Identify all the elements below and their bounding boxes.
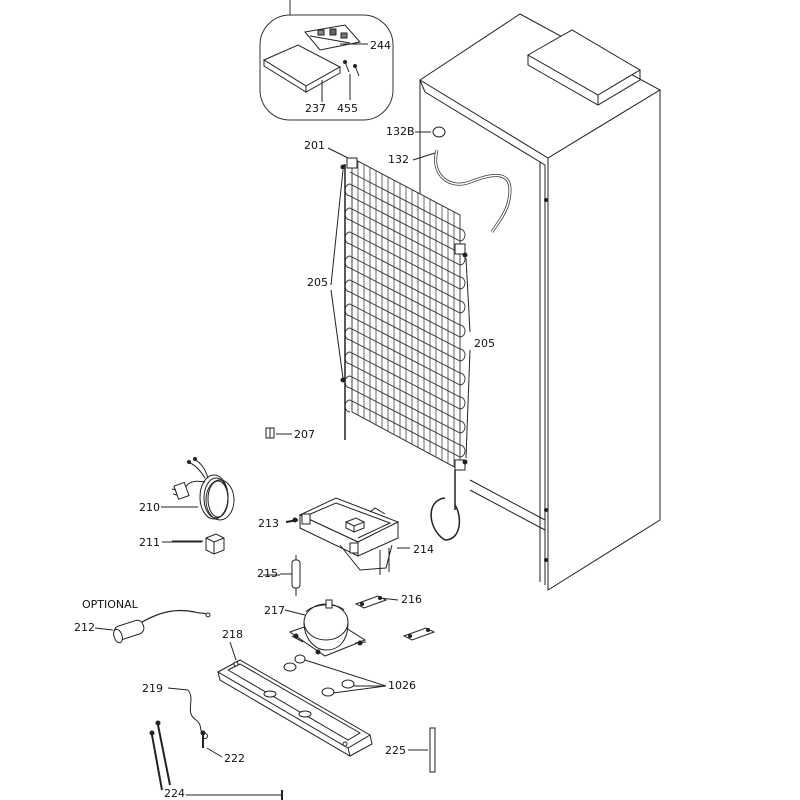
- drain-loop: [430, 497, 461, 541]
- condenser-201: [327, 147, 468, 510]
- callout-218: 218: [222, 628, 243, 641]
- callout-224: 224: [164, 787, 185, 800]
- screw-222: [200, 730, 223, 758]
- callout-211: 211: [139, 536, 160, 549]
- leader-205: [330, 169, 471, 459]
- detail-bubble: [259, 0, 394, 121]
- callout-212: 212: [74, 621, 95, 634]
- callout-201: 201: [304, 139, 325, 152]
- drain-tube-132: [412, 149, 512, 233]
- callout-214: 214: [413, 543, 434, 556]
- wire-219: [167, 687, 208, 739]
- clips-216: [354, 595, 436, 641]
- callout-132: 132: [388, 153, 409, 166]
- callout-207: 207: [294, 428, 315, 441]
- optional-note: OPTIONAL: [82, 598, 138, 611]
- callout-205-left: 205: [307, 276, 328, 289]
- compressor-217: [284, 599, 367, 657]
- relay-211: [162, 533, 225, 555]
- drain-plug-132B: [415, 126, 446, 138]
- callout-217: 217: [264, 604, 285, 617]
- control-board-244: [304, 24, 368, 51]
- callout-213: 213: [258, 517, 279, 530]
- callout-225: 225: [385, 744, 406, 757]
- screws-224: [149, 720, 283, 800]
- cover-plate-237: [262, 44, 342, 102]
- clip-207: [265, 427, 292, 439]
- leaders: [172, 540, 410, 576]
- drain-pan-214: [298, 497, 410, 575]
- base-plate-218: [216, 641, 373, 757]
- callout-210: 210: [139, 501, 160, 514]
- callout-237: 237: [305, 102, 326, 115]
- callout-1026: 1026: [388, 679, 416, 692]
- power-cord-210: [161, 457, 235, 521]
- callout-216: 216: [401, 593, 422, 606]
- condenser-coil: [344, 171, 466, 458]
- screws-455: [343, 60, 360, 100]
- dryer-215: [280, 555, 301, 596]
- callout-215: 215: [257, 567, 278, 580]
- rod-225: [408, 727, 436, 773]
- callout-205-right: 205: [474, 337, 495, 350]
- callout-222: 222: [224, 752, 245, 765]
- capacitor-212: [94, 609, 211, 644]
- cabinet: [419, 13, 662, 591]
- callout-244: 244: [370, 39, 391, 52]
- callout-455: 455: [337, 102, 358, 115]
- screw-213: [285, 517, 299, 523]
- callout-132B: 132B: [386, 125, 415, 138]
- grommets-1026: [283, 654, 387, 697]
- callout-219: 219: [142, 682, 163, 695]
